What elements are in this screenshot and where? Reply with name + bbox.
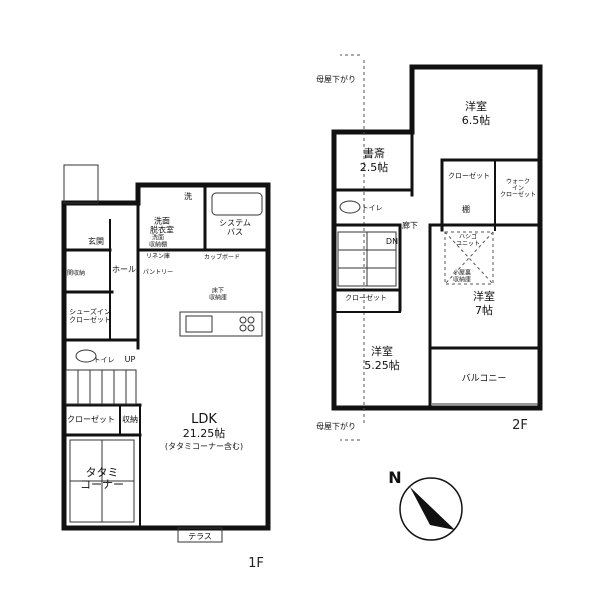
cupboard-label: カップボード bbox=[204, 253, 240, 261]
tatami-mats bbox=[69, 439, 135, 523]
bathtub bbox=[211, 192, 263, 216]
corridor-label: 廊下 bbox=[402, 220, 418, 230]
balcony-label: バルコニー bbox=[462, 373, 507, 384]
terrace-label: テラス bbox=[188, 532, 212, 541]
washroom-label: 洗面脱衣室 bbox=[150, 216, 174, 235]
ldk-note-label: (タタミコーナー含む) bbox=[165, 441, 243, 451]
closet-b-label: クローゼット bbox=[345, 293, 387, 302]
toilet-1f-label: トイレ bbox=[94, 356, 115, 364]
tatami-label: タタミコーナー bbox=[80, 466, 124, 491]
kitchen-counter bbox=[179, 311, 263, 337]
toilet-2f-label: トイレ bbox=[362, 204, 383, 212]
floor-1: 玄関 玄関収納 ホール シューズインクローゼット トイレ UP クローゼット 収… bbox=[61, 164, 271, 571]
study-name: 書斎 bbox=[363, 146, 385, 160]
shelf-label: 棚 bbox=[462, 204, 470, 214]
western-b-size: 7帖 bbox=[475, 304, 493, 317]
genkan-label: 玄関 bbox=[88, 236, 104, 246]
western-a-name: 洋室 bbox=[465, 99, 487, 113]
hall-label: ホール bbox=[112, 265, 136, 274]
eaves-bottom-label: 母屋下がり bbox=[316, 421, 356, 431]
floor-2-label: 2F bbox=[512, 418, 528, 433]
floor-2: 洋室 6.5帖 書斎 2.5帖 クローゼット ウォークインクローゼット 棚 トイ… bbox=[316, 54, 543, 441]
toilet-1f bbox=[75, 349, 97, 363]
attic-hatch bbox=[444, 231, 494, 285]
pantry-label: パントリー bbox=[143, 269, 173, 276]
stairs-1f bbox=[65, 369, 137, 405]
stairs-2f bbox=[337, 231, 397, 287]
eaves-top-label: 母屋下がり bbox=[316, 74, 356, 84]
attic-storage-label: 小屋裏収納庫 bbox=[453, 269, 471, 284]
floor-1-label: 1F bbox=[248, 556, 264, 571]
terrace bbox=[177, 527, 223, 543]
laundry-label: 洗 bbox=[184, 191, 192, 201]
study-size: 2.5帖 bbox=[360, 161, 389, 174]
closet-1f-label: クローゼット bbox=[67, 414, 115, 424]
attic-unit-label: ハシゴユニット bbox=[456, 233, 480, 248]
ldk-size-label: 21.25帖 bbox=[183, 427, 226, 440]
western-c-size: 5.25帖 bbox=[364, 359, 400, 372]
genkan-storage-label: 玄関収納 bbox=[61, 269, 85, 277]
western-a-size: 6.5帖 bbox=[462, 114, 491, 127]
walkin-label: ウォークインクローゼット bbox=[500, 177, 536, 198]
bath-label: システムバス bbox=[219, 219, 251, 237]
ldk-name-label: LDK bbox=[191, 412, 217, 427]
western-c-name: 洋室 bbox=[371, 344, 393, 358]
storage-label: 収納 bbox=[122, 414, 138, 424]
shoes-closet-label: シューズインクローゼット bbox=[69, 307, 111, 324]
dn-label: DN bbox=[386, 237, 398, 246]
compass: N bbox=[388, 468, 463, 541]
compass-north-label: N bbox=[388, 468, 401, 487]
floor-storage-label: 床下収納庫 bbox=[209, 287, 227, 302]
closet-a-label: クローゼット bbox=[448, 171, 490, 180]
linen-label: リネン庫 bbox=[146, 252, 170, 260]
western-b-name: 洋室 bbox=[473, 289, 495, 303]
wash-storage-label: 洗面収納棚 bbox=[149, 234, 167, 249]
up-label: UP bbox=[125, 355, 136, 364]
toilet-2f bbox=[339, 200, 361, 214]
